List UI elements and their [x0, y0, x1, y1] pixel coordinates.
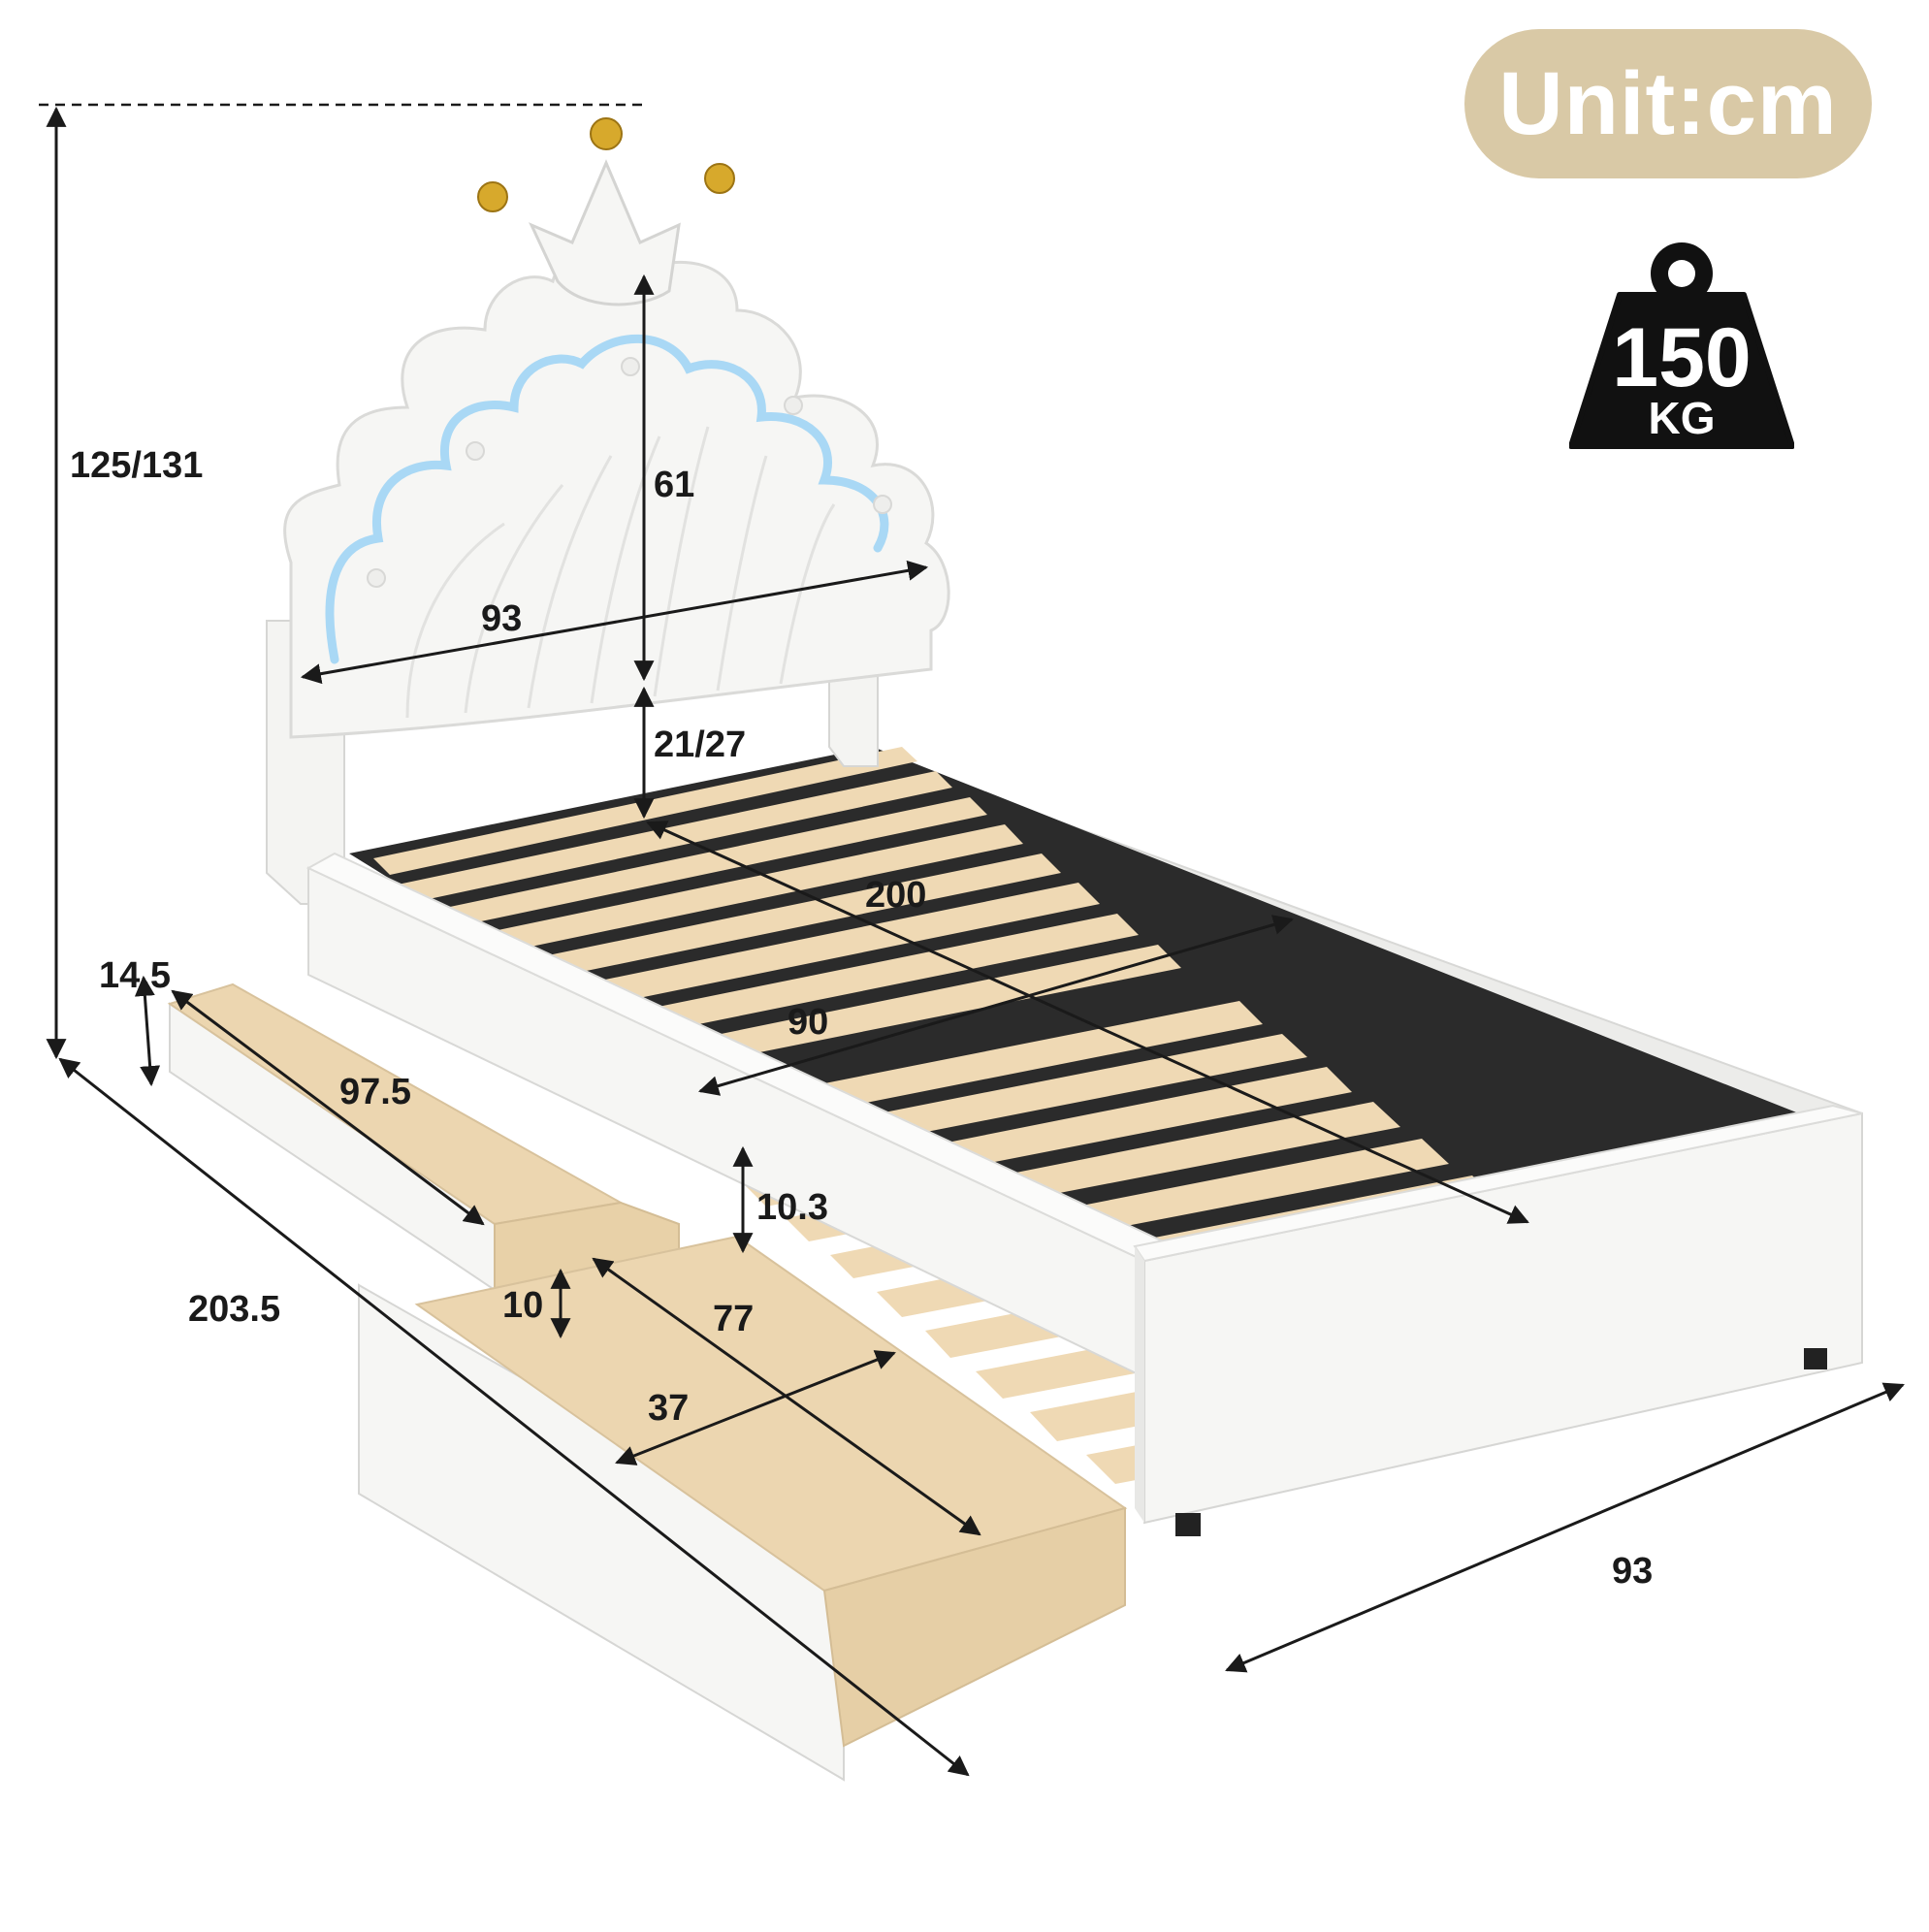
label-headboard-width: 93	[481, 598, 522, 639]
label-slat-width: 90	[788, 1002, 828, 1043]
arrow-drawer-inner-width	[615, 1350, 896, 1465]
label-total-height: 125/131	[70, 445, 203, 486]
weight-value: 150	[1612, 311, 1752, 404]
unit-label: Unit:cm	[1498, 53, 1838, 153]
label-drawer-inner-height: 10	[502, 1285, 543, 1326]
dimension-arrows	[46, 106, 1905, 1777]
weight-shape	[1569, 242, 1794, 449]
arrow-overall-length	[58, 1057, 970, 1777]
arrow-headboard-width	[300, 560, 929, 685]
label-overall-width: 93	[1612, 1551, 1653, 1592]
label-drawer-front-length: 97.5	[339, 1072, 411, 1112]
label-leg-clearance: 21/27	[654, 724, 746, 765]
label-bed-length: 200	[865, 875, 926, 916]
label-drawer-front-height: 14.5	[99, 955, 171, 996]
label-rail-height: 10.3	[756, 1187, 828, 1228]
led-light-strip	[325, 334, 889, 664]
arrow-overall-width	[1225, 1382, 1905, 1673]
label-overall-length: 203.5	[188, 1289, 280, 1330]
weight-icon: 150 KG	[1569, 231, 1794, 456]
label-drawer-inner-length: 77	[713, 1299, 754, 1339]
foot-leg-left	[1175, 1513, 1201, 1536]
unit-badge: Unit:cm	[1464, 29, 1872, 178]
weight-unit: KG	[1648, 393, 1716, 443]
gold-balls	[477, 117, 735, 212]
label-headboard-height: 61	[654, 465, 694, 505]
label-drawer-inner-width: 37	[648, 1388, 689, 1429]
foot-leg-right	[1804, 1348, 1827, 1369]
